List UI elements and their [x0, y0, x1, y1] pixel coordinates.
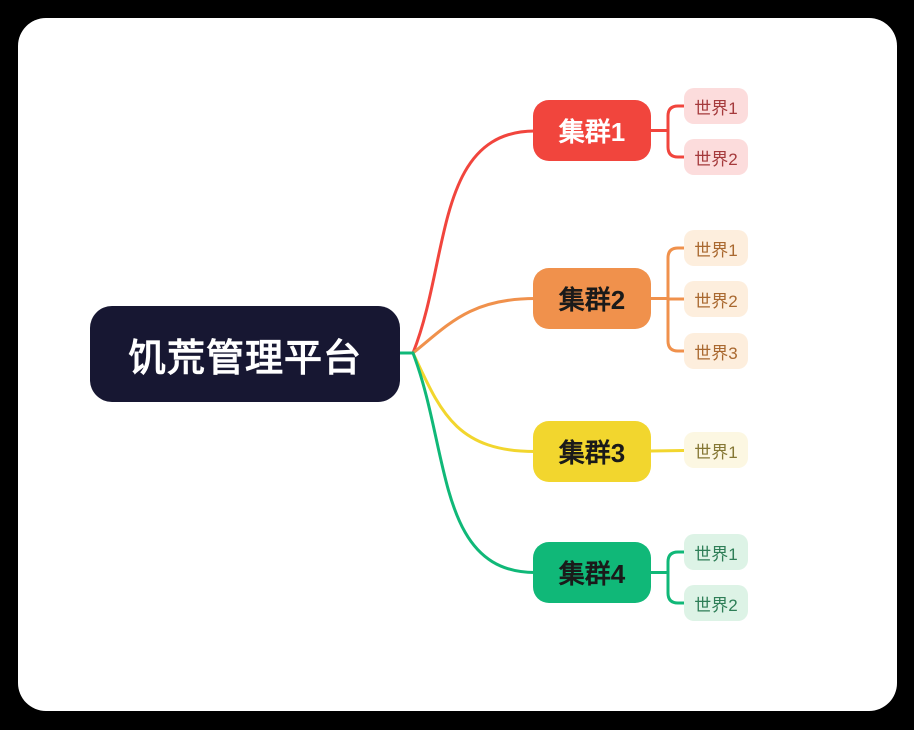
world-node-cluster4-world1[interactable]: 世界1	[684, 534, 748, 570]
cluster-node-1[interactable]: 集群1	[533, 100, 651, 161]
cluster-node-2[interactable]: 集群2	[533, 268, 651, 329]
world-node-cluster2-world2[interactable]: 世界2	[684, 281, 748, 317]
root-node[interactable]: 饥荒管理平台	[90, 306, 400, 402]
world-node-cluster2-world3[interactable]: 世界3	[684, 333, 748, 369]
world-node-cluster3-world1[interactable]: 世界1	[684, 432, 748, 468]
cluster-node-3[interactable]: 集群3	[533, 421, 651, 482]
world-node-cluster2-world1[interactable]: 世界1	[684, 230, 748, 266]
cluster-node-4[interactable]: 集群4	[533, 542, 651, 603]
world-node-cluster4-world2[interactable]: 世界2	[684, 585, 748, 621]
world-node-cluster1-world1[interactable]: 世界1	[684, 88, 748, 124]
world-node-cluster1-world2[interactable]: 世界2	[684, 139, 748, 175]
